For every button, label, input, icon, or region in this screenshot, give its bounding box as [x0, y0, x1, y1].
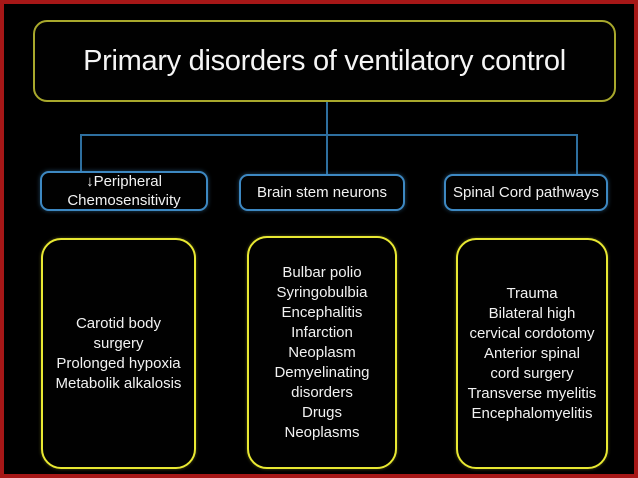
detail-line: Trauma [506, 284, 558, 302]
branch-label: ↓Peripheral Chemosensitivity [67, 173, 181, 209]
detail-line: disorders [291, 383, 353, 401]
title-box: Primary disorders of ventilatory control [33, 20, 616, 102]
detail-line: cord surgery [490, 364, 574, 382]
detail-line: Encephalomyelitis [471, 404, 593, 422]
branch-box-peripheral-chemosensitivity: ↓Peripheral Chemosensitivity [40, 171, 208, 211]
detail-line: cervical cordotomy [469, 324, 595, 342]
detail-line: Metabolik alkalosis [55, 374, 182, 392]
connector-drop-left [80, 134, 82, 171]
detail-line: Syringobulbia [276, 283, 368, 301]
connector-drop-right [576, 134, 578, 174]
detail-box-brainstem-causes: Bulbar polio Syringobulbia Encephalitis … [247, 236, 397, 469]
detail-line: Neoplasm [288, 343, 356, 361]
detail-line: surgery [93, 334, 144, 352]
detail-line: Anterior spinal [484, 344, 580, 362]
branch-box-spinal-cord-pathways: Spinal Cord pathways [444, 174, 608, 211]
branch-label: Brain stem neurons [256, 184, 388, 201]
diagram-title: Primary disorders of ventilatory control [83, 44, 566, 77]
detail-line: Bilateral high [488, 304, 576, 322]
detail-line: Encephalitis [281, 303, 363, 321]
branch-label: Spinal Cord pathways [453, 184, 599, 201]
detail-line: Demyelinating [274, 363, 370, 381]
detail-box-peripheral-causes: Carotid body surgery Prolonged hypoxia M… [41, 238, 196, 469]
detail-line: Infarction [291, 323, 353, 341]
detail-line: Transverse myelitis [467, 384, 597, 402]
detail-box-spinal-cord-causes: Trauma Bilateral high cervical cordotomy… [456, 238, 608, 469]
connector-drop-middle [326, 134, 328, 174]
detail-line: Drugs [301, 403, 342, 421]
detail-line: Prolonged hypoxia [56, 354, 181, 372]
detail-line: Bulbar polio [282, 263, 362, 281]
detail-line: Neoplasms [284, 423, 360, 441]
detail-line: Carotid body [75, 314, 162, 332]
connector-horizontal [80, 134, 578, 136]
connector-title-stem [326, 102, 328, 135]
branch-box-brain-stem-neurons: Brain stem neurons [239, 174, 405, 211]
